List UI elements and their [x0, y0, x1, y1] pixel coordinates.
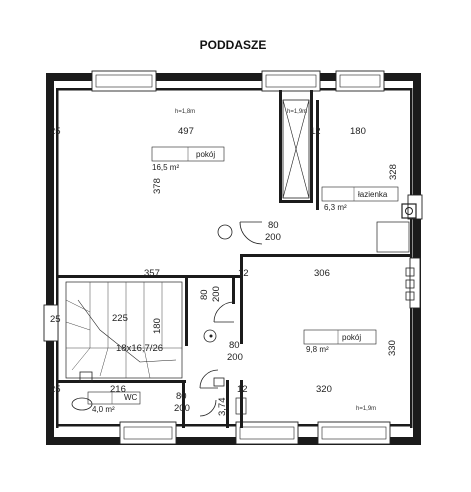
height-label-1: h=1,8m: [175, 109, 195, 115]
staircase: [65, 281, 183, 379]
interior-walls: [56, 90, 412, 428]
room-label-boxes: [87, 146, 399, 405]
dim-door-mid-w: 80: [199, 289, 210, 300]
dim-door-wc-h: 200: [174, 403, 190, 414]
dim-left-top: 25: [50, 126, 61, 137]
dim-door-hall-w: 80: [229, 340, 240, 351]
doors: [199, 221, 263, 417]
room-name-pokoj-bottom: pokój: [342, 333, 361, 342]
room-area-pokoj-top: 16,5 m²: [152, 163, 179, 172]
dim-bottom-room-height: 330: [387, 340, 398, 356]
plan-title: PODDASZE: [200, 38, 267, 52]
dim-door-top-h: 200: [265, 232, 281, 243]
dim-mid-left-width: 357: [144, 268, 160, 279]
dim-wc-width: 216: [110, 384, 126, 395]
room-area-pokoj-bottom: 9,8 m²: [306, 345, 329, 354]
room-name-lazienka: łazienka: [358, 190, 388, 199]
room-name-wc: WC: [124, 393, 138, 402]
fixtures: [71, 203, 417, 415]
room-area-wc: 4,0 m²: [92, 405, 115, 414]
dim-top-room-height: 378: [152, 178, 163, 194]
dim-mid-right-width: 306: [314, 268, 330, 279]
dim-door-top-w: 80: [268, 220, 279, 231]
dim-bath-width: 180: [350, 126, 366, 137]
dim-left-mid: 25: [50, 314, 61, 325]
height-label-3: h=1,9m: [356, 406, 376, 412]
chimney-shaft: [282, 99, 310, 199]
dim-stair-width: 225: [112, 313, 128, 324]
dim-top-small: 12: [310, 126, 321, 137]
windows-top: [91, 70, 385, 92]
dim-wc-height: 3,74: [217, 398, 228, 417]
room-area-lazienka: 6,3 m²: [324, 203, 347, 212]
dim-top-room-width: 497: [178, 126, 194, 137]
dim-bottom-small: 12: [237, 384, 248, 395]
dim-left-bottom: 25: [50, 384, 61, 395]
room-name-pokoj-top: pokój: [196, 150, 215, 159]
dim-stair-spec: 18x16,7/26: [116, 343, 163, 354]
dim-door-wc-w: 80: [176, 391, 187, 402]
windows-bottom: [119, 421, 391, 445]
windows-sides: [43, 194, 423, 342]
dim-bottom-room-width: 320: [316, 384, 332, 395]
dim-door-mid-h: 200: [211, 286, 222, 302]
dim-hall-height: 180: [152, 318, 163, 334]
dim-right-side: 328: [388, 164, 399, 180]
dim-mid-small: 12: [238, 268, 249, 279]
dim-door-hall-h: 200: [227, 352, 243, 363]
height-label-2: h=1,9m: [287, 109, 307, 115]
